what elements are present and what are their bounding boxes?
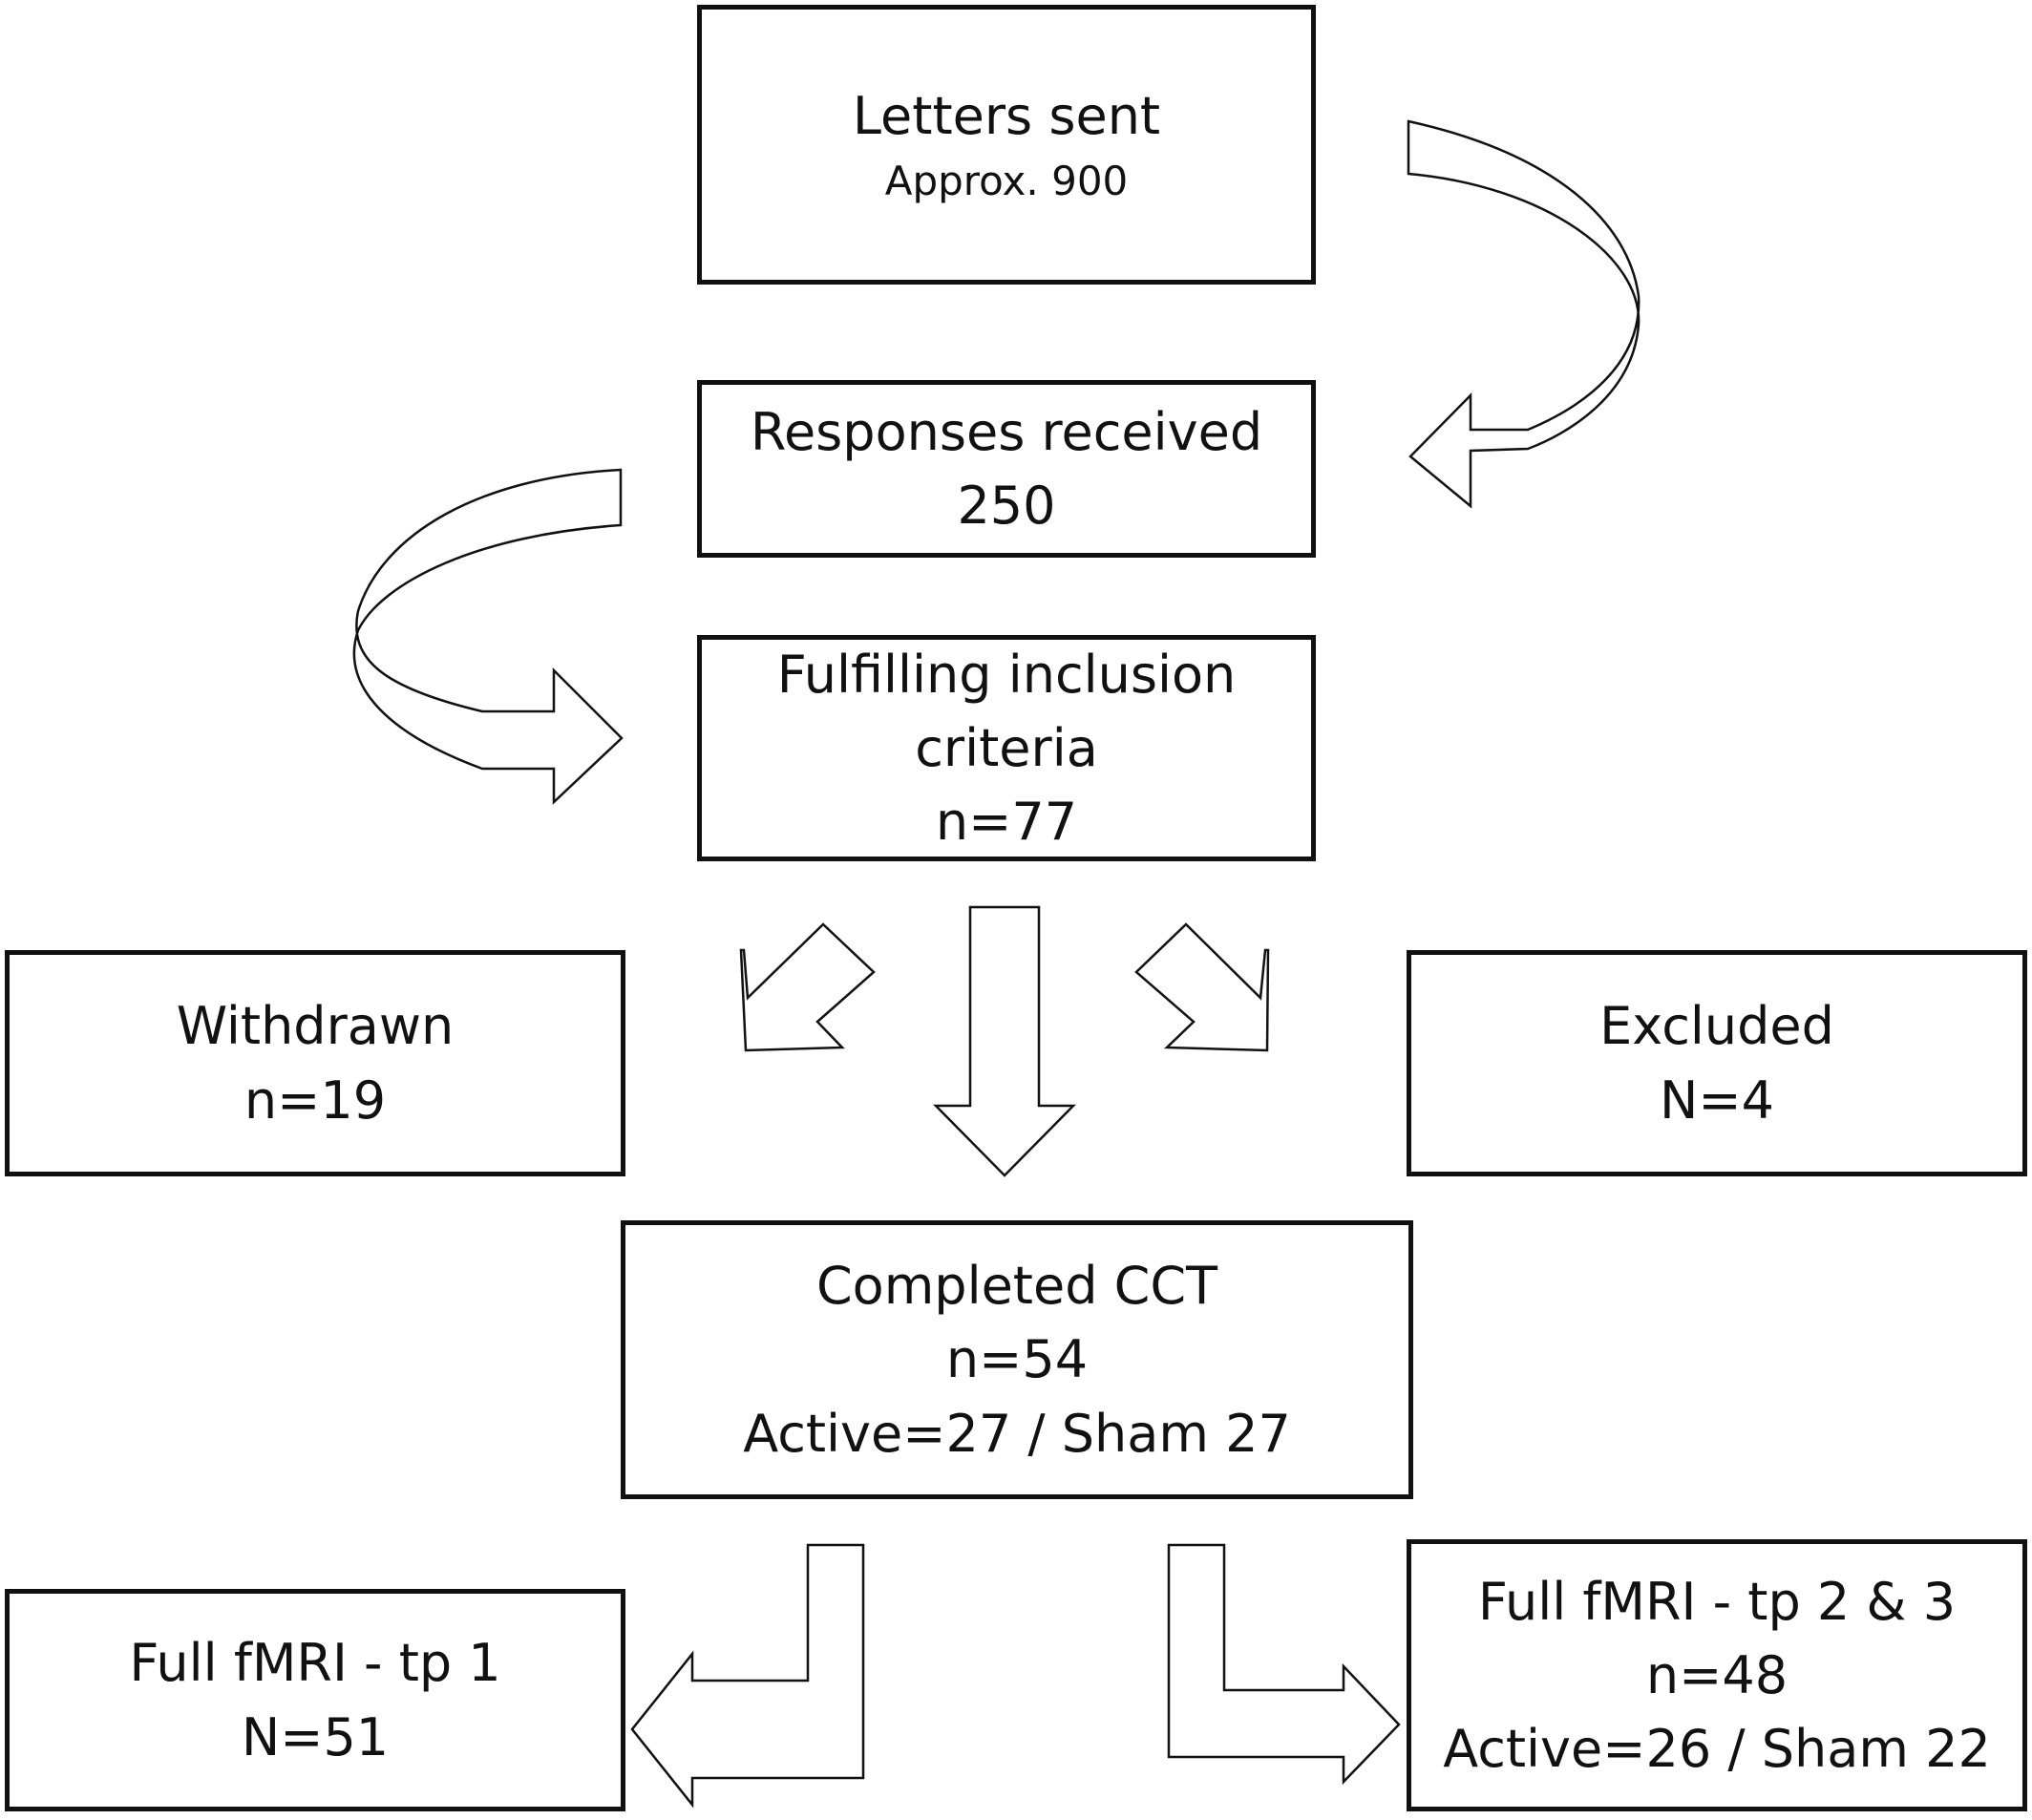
box-letters-sent: Letters sent Approx. 900 (697, 5, 1316, 285)
box-fmri-tp23: Full fMRI - tp 2 & 3 n=48 Active=26 / Sh… (1407, 1539, 2027, 1811)
excluded-title: Excluded (1599, 996, 1834, 1057)
letters-sent-detail: Approx. 900 (884, 158, 1129, 205)
letters-sent-title: Letters sent (852, 85, 1161, 146)
box-inclusion-criteria: Fulfilling inclusion criteria n=77 (697, 635, 1316, 861)
curved-arrow-responses-to-inclusion (352, 468, 624, 805)
fmri-tp23-count: n=48 (1645, 1644, 1789, 1705)
withdrawn-count: n=19 (243, 1069, 387, 1131)
inclusion-count: n=77 (935, 792, 1078, 853)
box-excluded: Excluded N=4 (1407, 950, 2027, 1176)
fmri-tp23-title: Full fMRI - tp 2 & 3 (1477, 1571, 1957, 1632)
diagonal-arrow-to-excluded (1134, 922, 1270, 1052)
fmri-tp1-count: N=51 (241, 1706, 390, 1767)
fmri-tp1-title: Full fMRI - tp 1 (129, 1633, 501, 1694)
box-responses-received: Responses received 250 (697, 380, 1316, 558)
down-arrow-to-completed (933, 905, 1076, 1177)
excluded-count: N=4 (1660, 1069, 1774, 1131)
bent-arrow-to-fmri-tp1 (630, 1543, 865, 1809)
diagonal-arrow-to-withdrawn (739, 922, 876, 1052)
inclusion-title-line2: criteria (915, 717, 1098, 778)
completed-count: n=54 (945, 1329, 1089, 1390)
bent-arrow-to-fmri-tp23 (1167, 1543, 1401, 1786)
box-fmri-tp1: Full fMRI - tp 1 N=51 (5, 1589, 625, 1811)
fmri-tp23-groups: Active=26 / Sham 22 (1443, 1719, 1991, 1780)
withdrawn-title: Withdrawn (176, 996, 455, 1057)
completed-title: Completed CCT (815, 1256, 1218, 1317)
completed-groups: Active=27 / Sham 27 (743, 1403, 1291, 1464)
inclusion-title-line1: Fulfilling inclusion (776, 644, 1237, 705)
box-completed-cct: Completed CCT n=54 Active=27 / Sham 27 (621, 1220, 1413, 1499)
responses-count: 250 (957, 476, 1056, 536)
curved-arrow-letters-to-responses (1407, 119, 1640, 509)
box-withdrawn: Withdrawn n=19 (5, 950, 625, 1176)
responses-title: Responses received (750, 401, 1263, 462)
